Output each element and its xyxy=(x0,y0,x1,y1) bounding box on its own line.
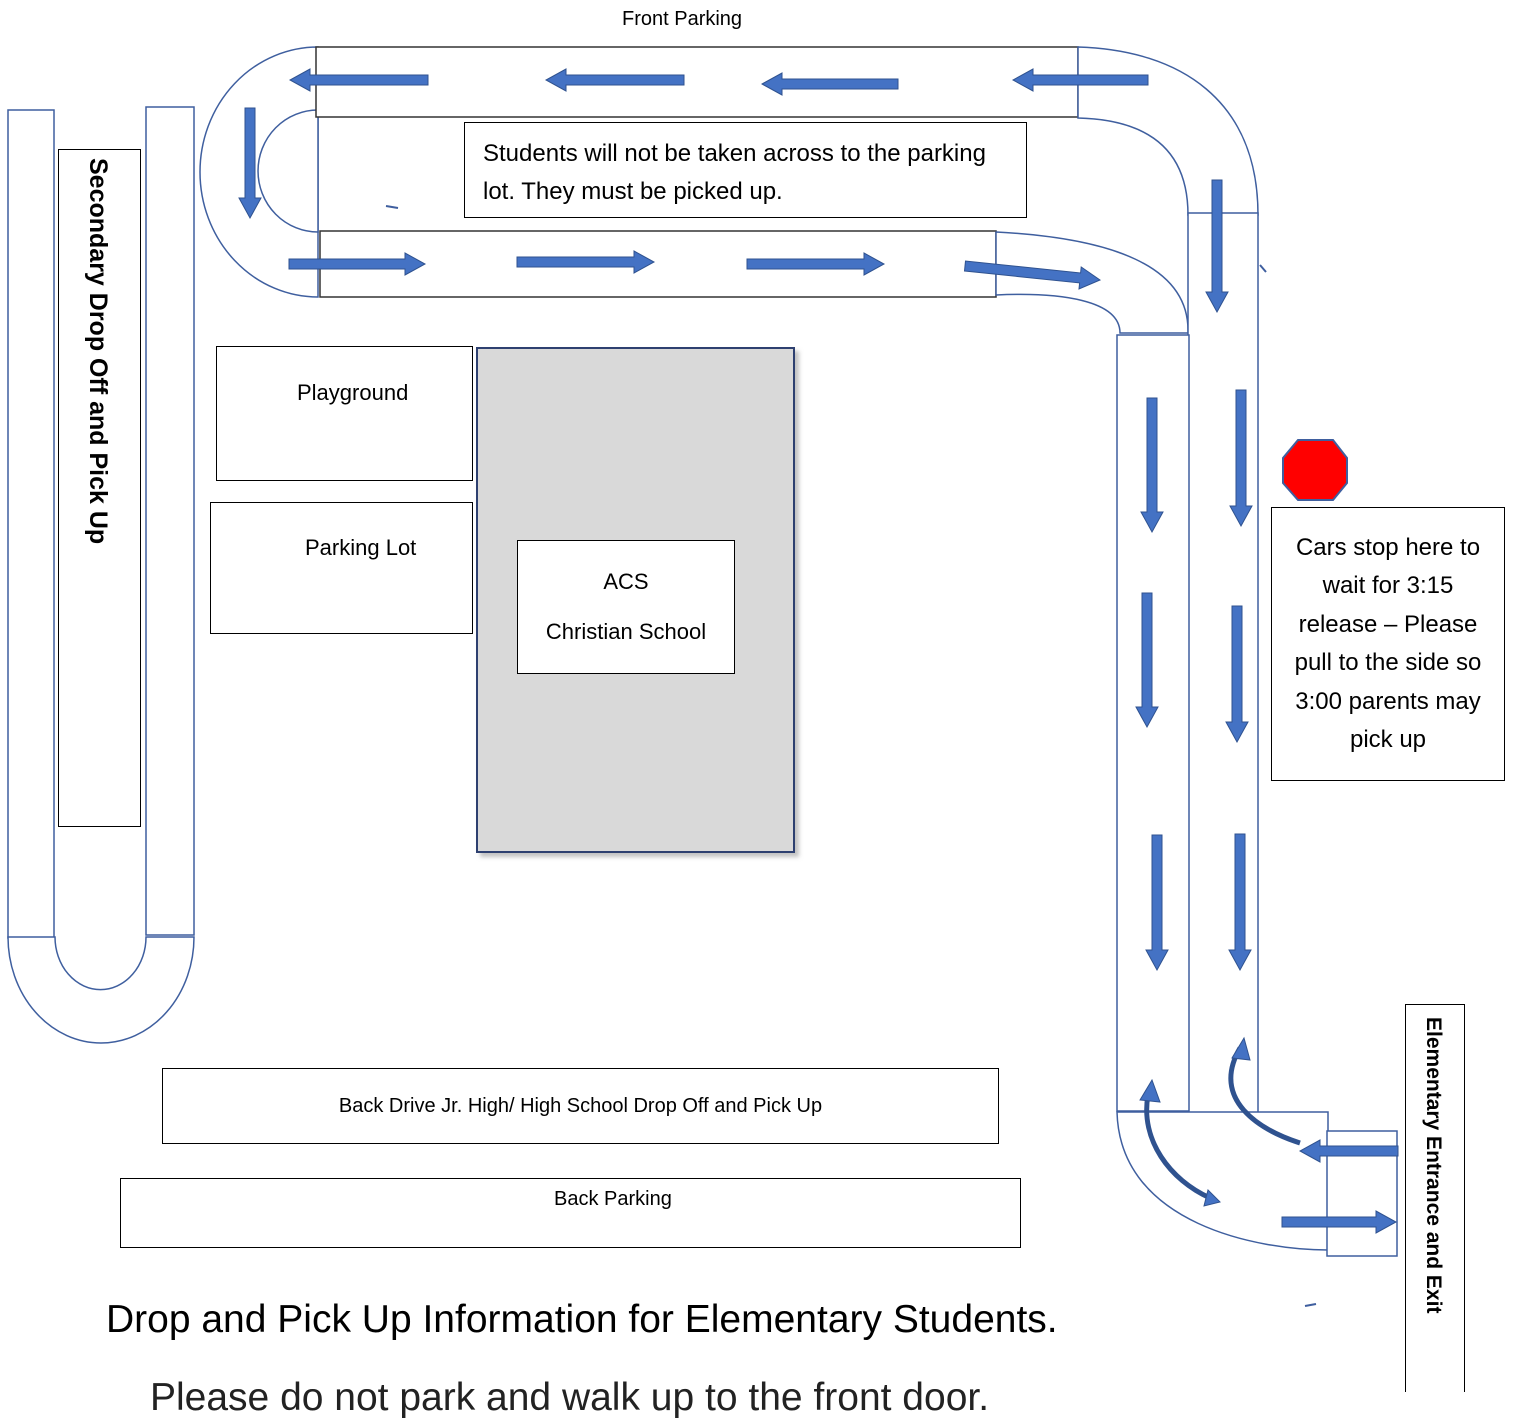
school-name-line2: Christian School xyxy=(545,619,707,644)
curved-arrow-head-icon xyxy=(1139,1078,1161,1103)
direction-arrow-icon xyxy=(238,107,262,220)
school-name-line1: ACS xyxy=(603,569,649,594)
partial-instruction-line: Please do not park and walk up to the fr… xyxy=(150,1376,990,1419)
direction-arrow-icon xyxy=(1205,179,1229,314)
direction-arrow-icon xyxy=(1135,592,1159,729)
wait-note-box: Cars stop here to wait for 3:15 release … xyxy=(1271,507,1505,781)
right-access-roads xyxy=(1116,212,1398,1257)
direction-arrow-icon xyxy=(544,68,685,92)
page-heading: Drop and Pick Up Information for Element… xyxy=(106,1298,1058,1341)
curved-arrow-icon xyxy=(1228,1046,1301,1146)
direction-arrow-icon xyxy=(1298,1139,1399,1163)
direction-arrow-icon xyxy=(746,252,886,276)
direction-arrow-icon xyxy=(1229,389,1253,528)
elementary-entrance-label: Elementary Entrance and Exit xyxy=(1422,1017,1445,1314)
curved-arrow-icon xyxy=(1144,1094,1212,1201)
curved-arrow-head-icon xyxy=(1231,1036,1251,1061)
secondary-label-box: Secondary Drop Off and Pick Up xyxy=(58,149,141,827)
parking-lot-box: Parking Lot xyxy=(210,502,473,634)
secondary-u-drive xyxy=(7,106,195,1044)
playground-label: Playground xyxy=(297,380,409,405)
direction-arrow-icon xyxy=(1145,834,1169,972)
wait-note-text: Cars stop here to wait for 3:15 release … xyxy=(1294,533,1482,754)
playground-box: Playground xyxy=(216,346,473,481)
back-parking-label: Back Parking xyxy=(554,1188,672,1210)
direction-arrow-icon xyxy=(1228,833,1252,972)
direction-arrow-icon xyxy=(1281,1210,1398,1234)
front-note-box: Students will not be taken across to the… xyxy=(464,122,1027,218)
front-note-text: Students will not be taken across to the… xyxy=(483,140,986,205)
direction-arrow-icon xyxy=(516,250,656,274)
parking-lot-label: Parking Lot xyxy=(305,535,417,560)
direction-arrow-icon xyxy=(288,252,427,276)
elementary-entrance-box: Elementary Entrance and Exit xyxy=(1405,1004,1465,1392)
direction-arrow-icon xyxy=(1011,68,1149,92)
secondary-dropoff-label: Secondary Drop Off and Pick Up xyxy=(84,158,112,545)
direction-arrows xyxy=(238,68,1399,1234)
school-sign: ACS Christian School xyxy=(517,540,735,674)
back-parking-box: Back Parking xyxy=(120,1178,1021,1248)
curved-arrow-head-icon xyxy=(1203,1189,1221,1207)
back-drive-box: Back Drive Jr. High/ High School Drop Of… xyxy=(162,1068,999,1144)
direction-arrow-icon xyxy=(1140,397,1164,534)
curved-arrows xyxy=(1144,1046,1301,1201)
direction-arrow-icon xyxy=(963,260,1102,290)
direction-arrow-icon xyxy=(760,72,899,96)
direction-arrow-icon xyxy=(288,68,429,92)
direction-arrow-icon xyxy=(1225,605,1249,744)
stray-marks xyxy=(385,205,1317,1307)
front-parking-label: Front Parking xyxy=(622,8,743,30)
back-drive-label: Back Drive Jr. High/ High School Drop Of… xyxy=(338,1094,823,1117)
front-loop-road xyxy=(199,46,1259,334)
stop-sign-icon xyxy=(1282,439,1348,501)
